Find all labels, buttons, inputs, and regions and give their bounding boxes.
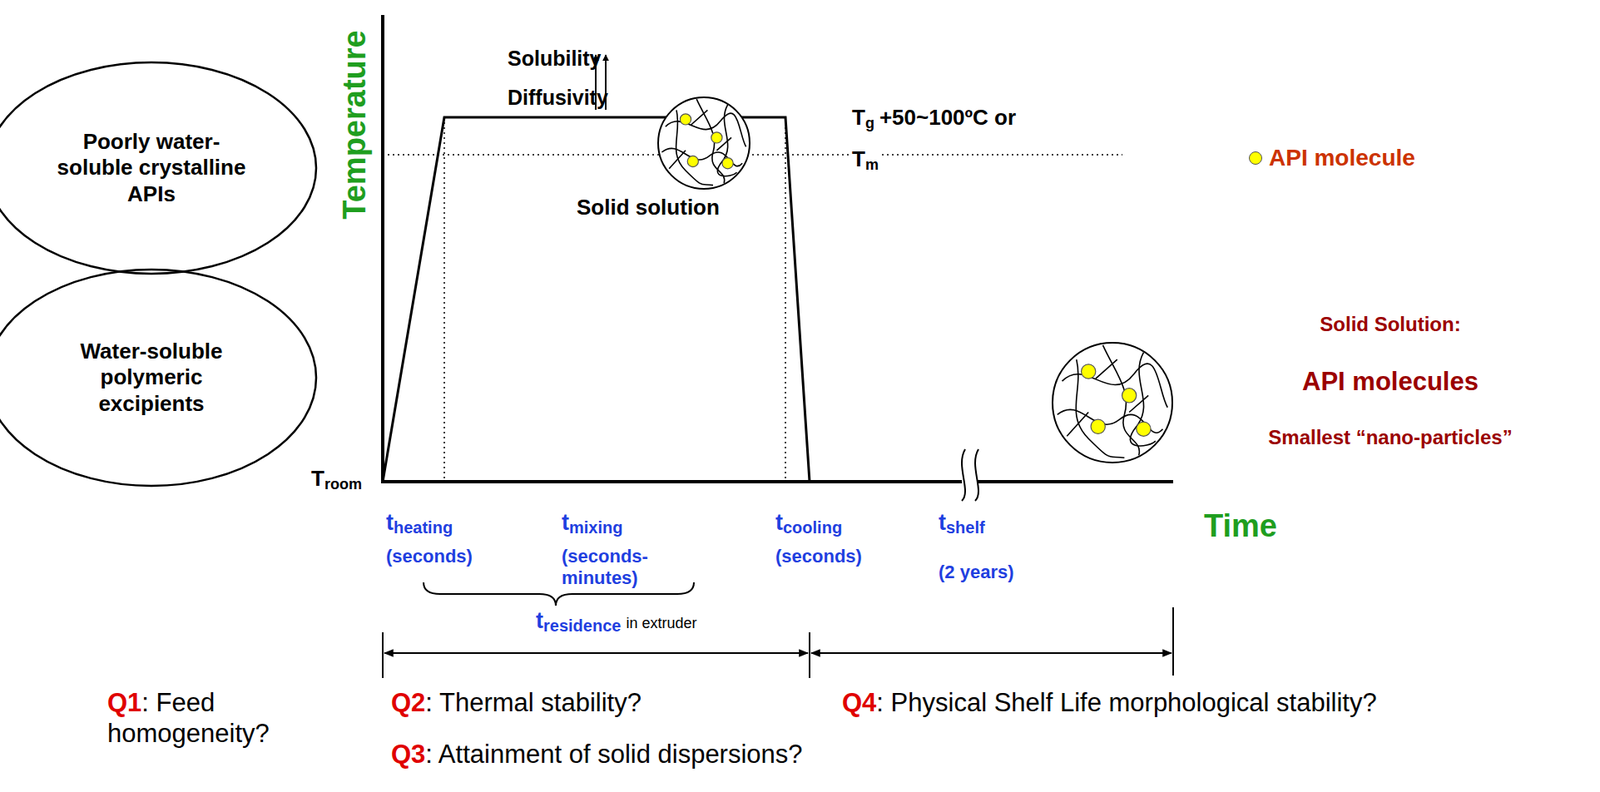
state-label: Solid solution <box>576 194 720 221</box>
label-text: t <box>775 510 783 535</box>
label-text: cooling <box>782 518 843 537</box>
temperature-label: Tm <box>852 146 879 175</box>
time-label: theating <box>386 509 453 538</box>
label-text: (seconds) <box>386 545 473 567</box>
question-number: Q2 <box>391 688 426 718</box>
question-number: Q4 <box>842 688 877 718</box>
ellipse-node: Poorly water-soluble crystalline APIs <box>0 60 318 276</box>
question-text: Q2: Thermal stability? <box>391 687 642 719</box>
note-text: Solid Solution: <box>1319 312 1461 337</box>
node-text: Water-soluble polymeric excipients <box>47 338 256 417</box>
temperature-label: Tg+50~100ºC or <box>852 104 1016 134</box>
node-text: Poorly water-soluble crystalline APIs <box>47 128 256 208</box>
label-text: residence <box>543 616 621 635</box>
label-text: Solubility <box>507 46 602 70</box>
label-text: (seconds) <box>775 545 862 567</box>
label-text: +50~100ºC or <box>879 104 1016 130</box>
label-text: Diffusivity <box>507 85 609 109</box>
label-text: : Physical Shelf Life morphological stab… <box>876 688 1377 718</box>
time-label: (seconds) <box>386 545 473 568</box>
property-label: Diffusivity <box>507 84 609 110</box>
axis-title: Temperature <box>336 29 375 219</box>
label-text: g <box>865 114 875 132</box>
label-text: API molecules <box>1302 366 1479 397</box>
label-text: m <box>865 156 879 174</box>
label-text: T <box>311 465 325 491</box>
label-text: t <box>561 510 570 535</box>
label-text: Temperature <box>336 29 372 219</box>
label-text: heating <box>393 518 453 537</box>
property-label: Solubility <box>507 45 602 71</box>
label-text: shelf <box>946 518 986 537</box>
label-text: Solid solution <box>576 194 720 220</box>
time-label: tresidencein extruder <box>535 607 697 636</box>
time-label: tshelf <box>938 509 986 538</box>
note-text: Smallest “nano-particles” <box>1268 426 1512 451</box>
question-number: Q3 <box>391 739 426 769</box>
label-text: t <box>535 608 544 634</box>
note-text: API molecules <box>1302 366 1479 397</box>
time-label: tcooling <box>775 509 843 538</box>
label-text: T <box>852 146 866 172</box>
time-label: tmixing <box>561 509 623 538</box>
label-text: t <box>386 510 394 535</box>
ellipse-node: Water-soluble polymeric excipients <box>0 267 318 488</box>
label-text: Time <box>1203 508 1278 544</box>
label-text: : Thermal stability? <box>425 688 642 718</box>
question-text: Q1: Feed homogeneity? <box>107 687 287 749</box>
question-text: Q4: Physical Shelf Life morphological st… <box>842 687 1378 719</box>
time-label: (seconds- minutes) <box>561 545 687 590</box>
label-text: T <box>852 104 866 130</box>
label-text: Solid Solution: <box>1319 312 1461 336</box>
label-text: Smallest “nano-particles” <box>1268 426 1512 449</box>
question-number: Q1 <box>107 688 142 718</box>
label-text: in extruder <box>625 614 697 632</box>
time-label: (seconds) <box>775 545 862 568</box>
label-text: (2 years) <box>938 561 1015 583</box>
label-text: room <box>324 475 362 493</box>
label-text: t <box>938 510 947 535</box>
label-text: (seconds- minutes) <box>561 545 649 589</box>
time-label: (2 years) <box>938 561 1015 584</box>
temperature-label: Troom <box>311 465 362 495</box>
legend-text: API molecule <box>1268 143 1416 173</box>
axis-title: Time <box>1203 507 1278 546</box>
legend-swatch <box>1248 151 1263 165</box>
question-text: Q3: Attainment of solid dispersions? <box>391 738 803 770</box>
label-text: mixing <box>569 518 623 537</box>
label-text: : Attainment of solid dispersions? <box>425 739 803 769</box>
